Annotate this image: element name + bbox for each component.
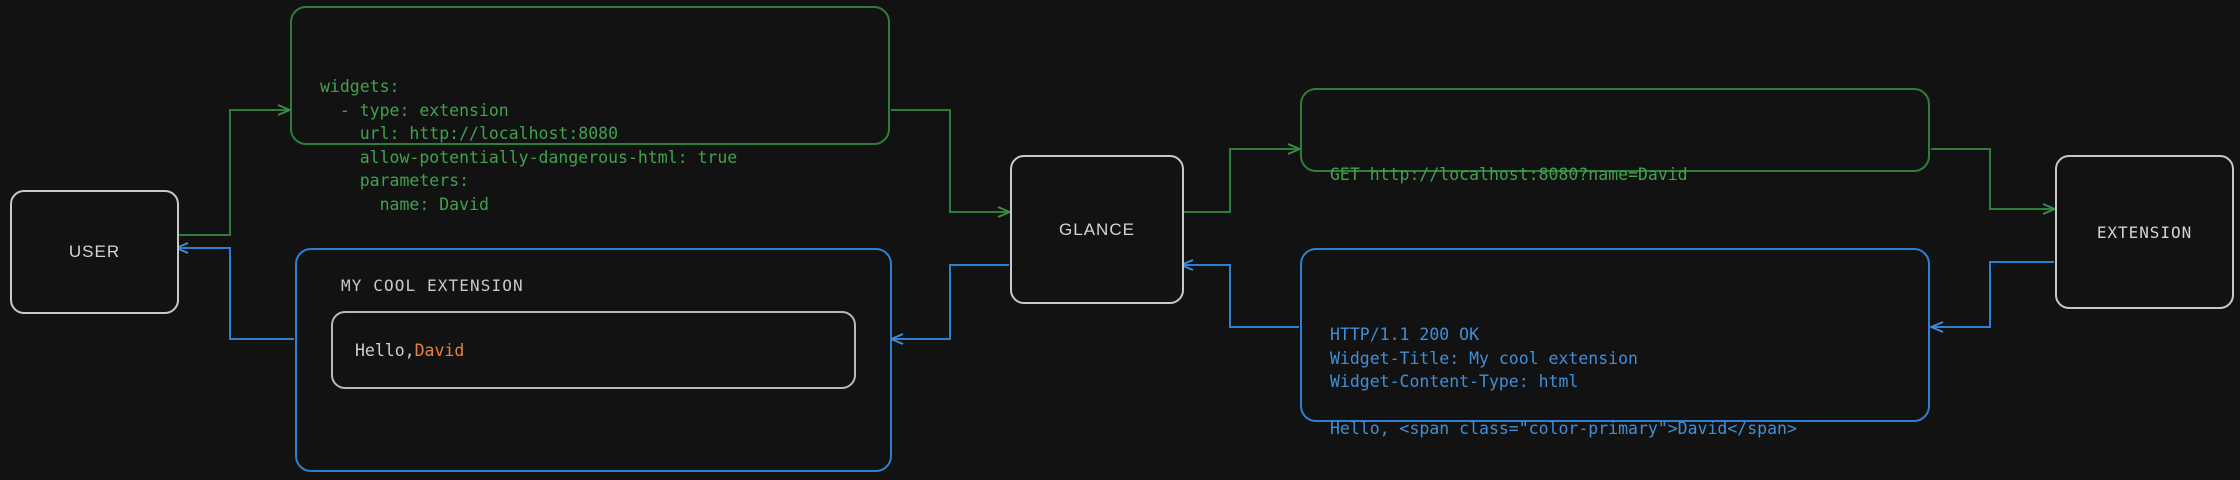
wire-glance-to-widget (892, 264, 1009, 339)
wire-user-to-config (176, 110, 289, 236)
http-response-text: HTTP/1.1 200 OK Widget-Title: My cool ex… (1330, 325, 1797, 438)
http-request-text: GET http://localhost:8080?name=David (1330, 165, 1688, 184)
config-yaml-block: widgets: - type: extension url: http://l… (290, 6, 890, 214)
wire-response-to-glance (1182, 265, 1299, 328)
node-extension[interactable]: EXTENSION (2055, 155, 2234, 309)
wire-request-to-extension (1931, 148, 2054, 209)
http-response-block: HTTP/1.1 200 OK Widget-Title: My cool ex… (1300, 248, 1930, 438)
widget-name-value: David (414, 340, 465, 360)
wire-config-to-glance (891, 109, 1009, 212)
node-extension-label: EXTENSION (2096, 222, 2193, 242)
widget-greeting-text: Hello, (355, 340, 415, 360)
http-request-block: GET http://localhost:8080?name=David (1300, 88, 1930, 184)
widget-preview-title: MY COOL EXTENSION (341, 276, 524, 295)
node-user[interactable]: USER (10, 190, 179, 314)
widget-preview-body: Hello, David (331, 311, 856, 389)
widget-preview-card: MY COOL EXTENSION Hello, David (295, 248, 892, 472)
node-user-label: USER (68, 242, 121, 261)
node-glance[interactable]: GLANCE (1010, 155, 1184, 304)
wire-glance-to-request (1181, 149, 1299, 213)
wire-extension-to-response (1932, 261, 2054, 327)
config-yaml-text: widgets: - type: extension url: http://l… (320, 77, 738, 214)
wire-widget-to-user (177, 248, 294, 340)
node-glance-label: GLANCE (1058, 219, 1136, 239)
